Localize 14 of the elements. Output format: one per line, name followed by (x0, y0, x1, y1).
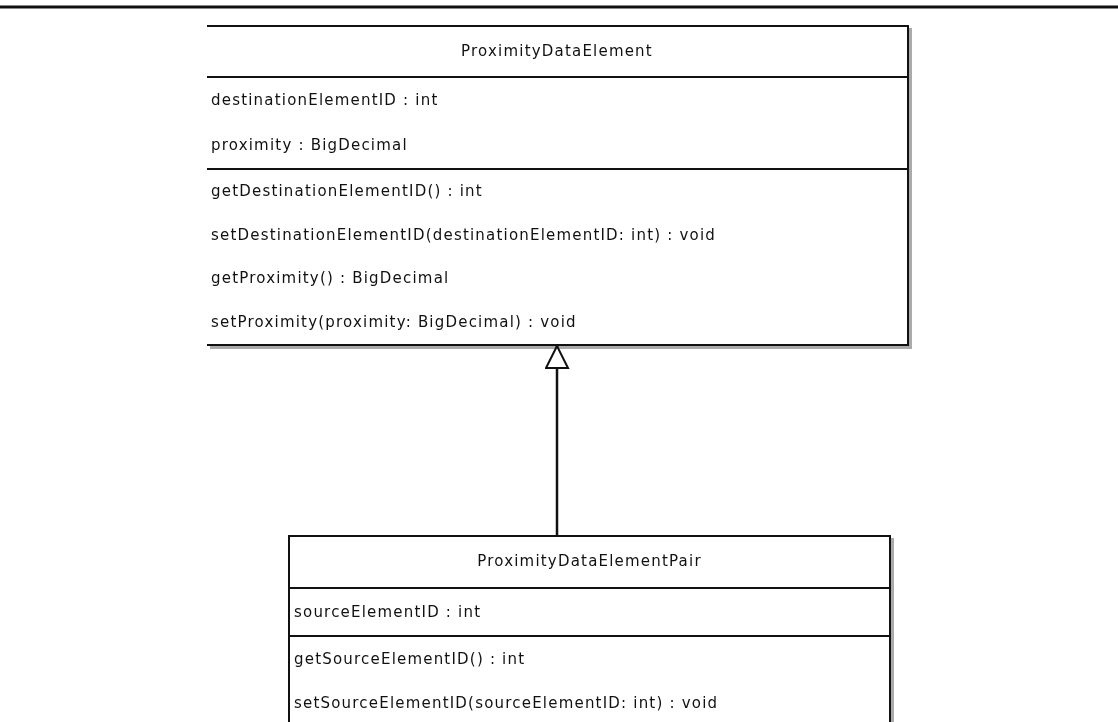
inheritance-arrow (545, 345, 569, 535)
class-name: ProximityDataElementPair (476, 551, 703, 572)
method-text: getProximity() : BigDecimal (210, 268, 451, 289)
method-text: setDestinationElementID(destinationElementID: int) : void (210, 224, 717, 246)
method-text: setSourceElementID(sourceElementID: int) : void (293, 693, 720, 714)
method-text: getDestinationElementID() : int (210, 181, 484, 202)
attribute-text: destinationElementID : int (210, 90, 440, 111)
method-text: setProximity(proximity: BigDecimal) : void (210, 311, 578, 333)
class-box (288, 535, 891, 722)
method-text: getSourceElementID() : int (293, 649, 527, 670)
attribute-text: proximity : BigDecimal (210, 135, 409, 156)
class-box (207, 25, 909, 346)
class-name: ProximityDataElement (460, 41, 654, 62)
attribute-text: sourceElementID : int (293, 602, 483, 623)
